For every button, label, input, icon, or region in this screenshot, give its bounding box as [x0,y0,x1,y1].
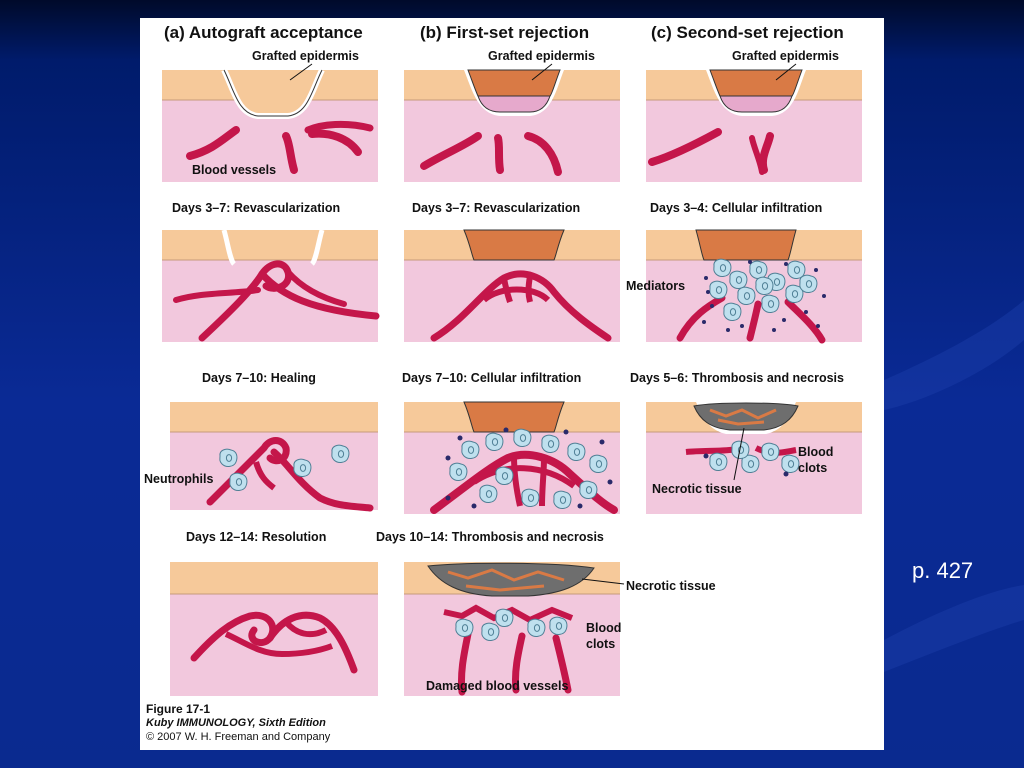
graft-rejection-diagram: (a) Autograft acceptance (b) First-set r… [144,23,863,696]
stage-label-c3: Days 5–6: Thrombosis and necrosis [630,371,844,385]
label-blood-clots-c3-line2: clots [798,461,827,475]
panel-a2-revascularization [161,229,380,343]
panel-a3-healing [170,402,378,512]
stage-label-a2: Days 3–7: Revascularization [172,201,340,215]
stage-label-c2: Days 3–4: Cellular infiltration [650,201,822,215]
stage-label-b2: Days 3–7: Revascularization [412,201,580,215]
label-blood-vessels: Blood vessels [192,163,276,177]
label-grafted-epidermis-a: Grafted epidermis [252,49,359,63]
caption-book-title: Kuby IMMUNOLOGY, Sixth Edition [146,717,326,729]
panel-c1-graft [645,69,863,183]
label-blood-clots-c3-line1: Blood [798,445,833,459]
panel-c2-cellular-infiltration [645,229,863,344]
label-neutrophils: Neutrophils [144,472,213,486]
page-reference: p. 427 [912,558,974,583]
panel-b1-graft [403,69,621,183]
column-title-c: (c) Second-set rejection [651,23,844,42]
figure-caption: Figure 17-1 Kuby IMMUNOLOGY, Sixth Editi… [146,702,330,744]
label-blood-clots-b4-line2: clots [586,637,615,651]
panel-c3-thrombosis [645,401,863,515]
panel-b4-thrombosis [404,562,620,696]
stage-label-b3: Days 7–10: Cellular infiltration [402,371,581,385]
panel-b2-revascularization [403,229,621,343]
label-blood-clots-b4-line1: Blood [586,621,621,635]
panel-b3-cellular-infiltration [403,401,621,515]
figure-panel: (a) Autograft acceptance (b) First-set r… [140,18,884,750]
label-grafted-epidermis-b: Grafted epidermis [488,49,595,63]
label-necrotic-tissue-c3: Necrotic tissue [652,482,742,496]
caption-copyright: © 2007 W. H. Freeman and Company [146,731,331,743]
mediator-dots [445,427,613,509]
label-grafted-epidermis-c: Grafted epidermis [732,49,839,63]
panel-a4-resolution [170,562,378,696]
stage-label-a3: Days 7–10: Healing [202,371,316,385]
stage-label-b4: Days 10–14: Thrombosis and necrosis [376,530,604,544]
caption-figure-number: Figure 17-1 [146,702,211,716]
panel-a1-graft [161,68,379,183]
mediator-dots [702,260,826,332]
label-necrotic-tissue-b4: Necrotic tissue [626,579,716,593]
label-damaged-blood-vessels: Damaged blood vessels [426,679,568,693]
column-title-b: (b) First-set rejection [420,23,589,42]
column-title-a: (a) Autograft acceptance [164,23,363,42]
stage-label-a4: Days 12–14: Resolution [186,530,326,544]
label-mediators: Mediators [626,279,685,293]
